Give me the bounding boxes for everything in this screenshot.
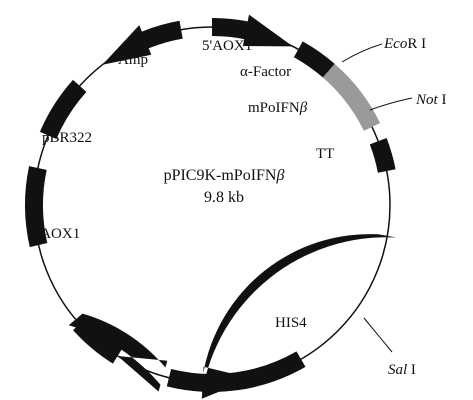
segment-his4-body — [166, 351, 306, 392]
sali-leader — [363, 317, 393, 353]
segment-pbr322 — [39, 79, 87, 139]
plasmid-size: 9.8 kb — [204, 189, 244, 206]
segment-amp — [102, 20, 183, 65]
label-tt: TT — [316, 146, 334, 162]
label-3aox1: 3'AOX1 — [30, 226, 80, 242]
segment-mpoifn — [322, 63, 381, 131]
label-amp: Amp — [118, 52, 148, 68]
ecori-leader — [341, 43, 383, 63]
site-sali: Sal I — [388, 362, 416, 378]
label-5aox1: 5'AOX1 — [202, 38, 252, 54]
label-mpoifn: mPoIFNβ — [248, 100, 308, 116]
segment-alpha-factor — [293, 41, 335, 78]
segment-5aox1 — [212, 14, 293, 47]
noti-leader — [369, 97, 413, 111]
segment-kan-tail — [73, 318, 123, 364]
label-kan: Kan — [96, 326, 121, 342]
segment-tt — [369, 138, 396, 173]
site-noti: Not I — [415, 92, 446, 108]
label-alpha-factor: α-Factor — [240, 64, 291, 80]
label-pbr322: pBR322 — [42, 130, 92, 146]
label-his4: HIS4 — [275, 315, 307, 331]
segment-3aox1 — [25, 166, 48, 248]
plasmid-segments — [25, 14, 397, 399]
plasmid-name: pPIC9K-mPoIFNβ — [164, 167, 285, 184]
site-ecori: EcoR I — [383, 36, 426, 52]
